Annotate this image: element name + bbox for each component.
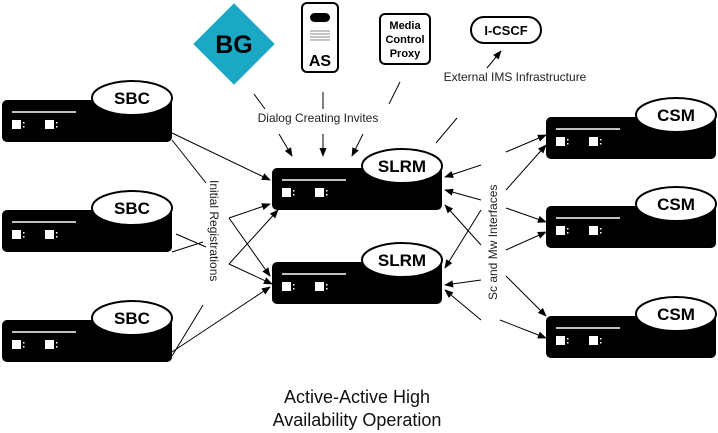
mcp-label-2: Control [385, 34, 424, 46]
media-control-proxy-node: Media Control Proxy [379, 13, 431, 65]
slrm-node-label: SLRM [378, 251, 426, 270]
port-icon [315, 282, 324, 291]
port-icon [12, 340, 21, 349]
port-icon [282, 282, 291, 291]
connector-line [444, 164, 482, 178]
caption-line-2: Availability Operation [273, 410, 442, 430]
sbc-node: SBC [2, 300, 173, 362]
connector-line [499, 319, 547, 339]
port-icon [12, 120, 21, 129]
connector-line [278, 133, 293, 157]
connector-line [171, 132, 271, 181]
as-label: AS [309, 53, 332, 70]
connector-line [444, 204, 482, 246]
connector-lines [171, 50, 547, 357]
csm-node: CSM [546, 296, 717, 358]
connector-line [444, 209, 482, 269]
icscf-node: I-CSCF [470, 16, 542, 44]
csm-node: CSM [546, 97, 717, 159]
connector-line [505, 144, 547, 191]
connector-line [505, 207, 547, 223]
connector-line [486, 50, 502, 69]
slrm-node: SLRM [272, 242, 443, 304]
csm-node-label: CSM [657, 106, 695, 125]
port-icon [12, 230, 21, 239]
connector-line [351, 133, 364, 157]
connector-line [175, 233, 207, 248]
port-icon [589, 137, 598, 146]
bg-node: BG [193, 3, 275, 85]
connector-line [505, 275, 547, 317]
dialog-creating-invites-label: Dialog Creating Invites [258, 111, 379, 125]
port-icon [282, 188, 291, 197]
port-icon [556, 137, 565, 146]
connector-line [228, 203, 271, 219]
port-icon [45, 120, 54, 129]
connector-line [388, 81, 401, 105]
connector-line [253, 93, 266, 110]
caption-line-1: Active-Active High [284, 387, 430, 407]
connector-line [171, 139, 207, 184]
external-ims-label: External IMS Infrastructure [444, 70, 587, 84]
sbc-node: SBC [2, 190, 173, 252]
port-icon [556, 226, 565, 235]
connector-line [228, 209, 279, 265]
connector-line [444, 289, 482, 321]
port-icon [589, 226, 598, 235]
mcp-label-3: Proxy [390, 48, 421, 60]
port-icon [556, 336, 565, 345]
initial-registrations-label: Initial Registrations [207, 180, 221, 281]
connector-line [228, 217, 271, 277]
port-icon [315, 188, 324, 197]
as-node: AS [301, 2, 339, 73]
connector-line [444, 279, 482, 288]
port-icon [45, 340, 54, 349]
port-icon [45, 230, 54, 239]
slrm-node: SLRM [272, 148, 443, 210]
sbc-node-label: SBC [114, 89, 150, 108]
bg-label: BG [215, 31, 253, 59]
sbc-node-label: SBC [114, 199, 150, 218]
connector-line [228, 263, 273, 285]
sbc-node: SBC [2, 80, 173, 142]
csm-node-label: CSM [657, 305, 695, 324]
mcp-label-1: Media [389, 20, 421, 32]
csm-node: CSM [546, 186, 717, 248]
connector-line [444, 188, 482, 201]
sc-mw-interfaces-label: Sc and Mw Interfaces [486, 185, 500, 300]
slrm-node-label: SLRM [378, 157, 426, 176]
connector-line [505, 134, 547, 153]
port-icon [589, 336, 598, 345]
icscf-label: I-CSCF [484, 23, 527, 38]
connector-line [171, 286, 271, 353]
connector-line [505, 231, 547, 251]
sbc-node-label: SBC [114, 309, 150, 328]
csm-node-label: CSM [657, 195, 695, 214]
connector-line [435, 117, 458, 144]
connector-line [171, 304, 204, 357]
